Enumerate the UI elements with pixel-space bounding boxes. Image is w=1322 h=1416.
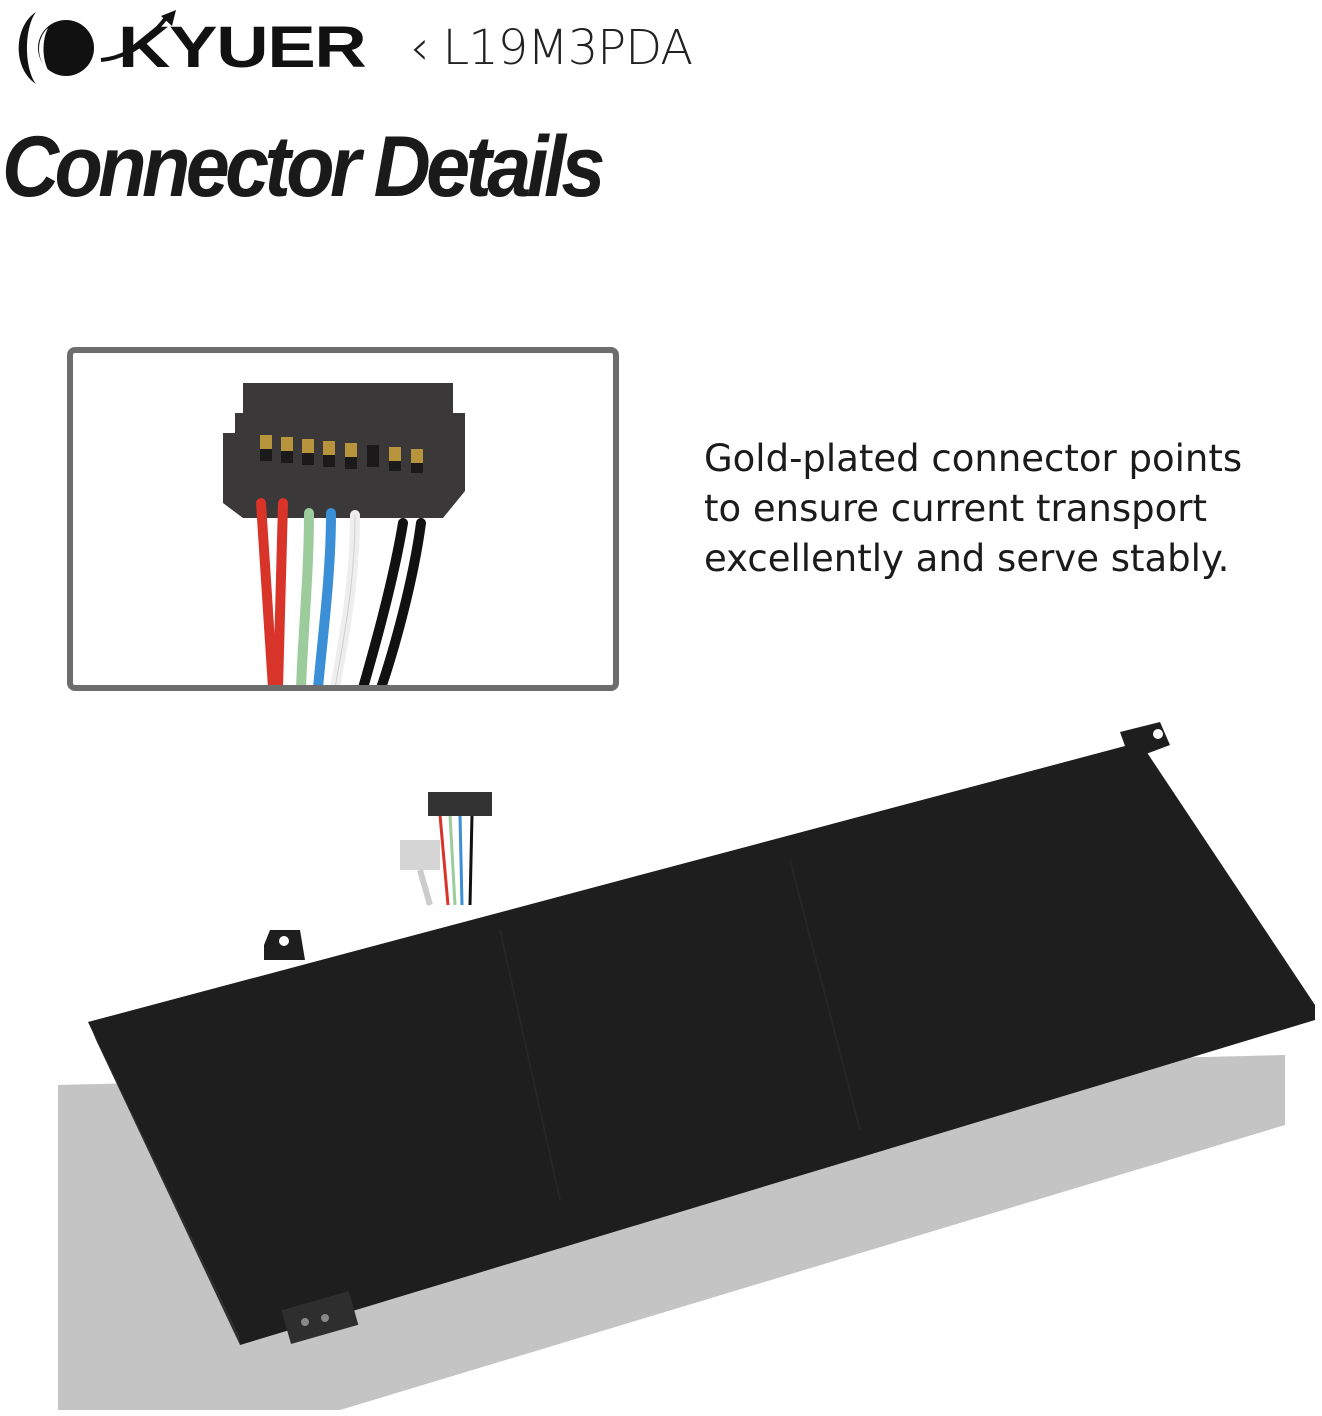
separator: ‹: [410, 20, 429, 76]
battery-body: [88, 742, 1315, 1345]
connector-image: [223, 383, 465, 685]
model-text: L19M3PDA: [442, 20, 693, 76]
model-number: ‹ L19M3PDA: [410, 20, 693, 76]
kyuer-logo-icon: [18, 10, 176, 84]
description-line: excellently and serve stably.: [704, 537, 1230, 580]
description-line: to ensure current transport: [704, 487, 1207, 530]
page-title: Connector Details: [2, 119, 605, 215]
description-line: Gold-plated connector points: [704, 437, 1243, 480]
connector-closeup: [67, 347, 619, 691]
brand-name: KYUER: [118, 15, 367, 80]
connector-description: Gold-plated connector points to ensure c…: [704, 434, 1314, 584]
battery-image: [58, 722, 1315, 1410]
connector-cable: [400, 792, 492, 906]
